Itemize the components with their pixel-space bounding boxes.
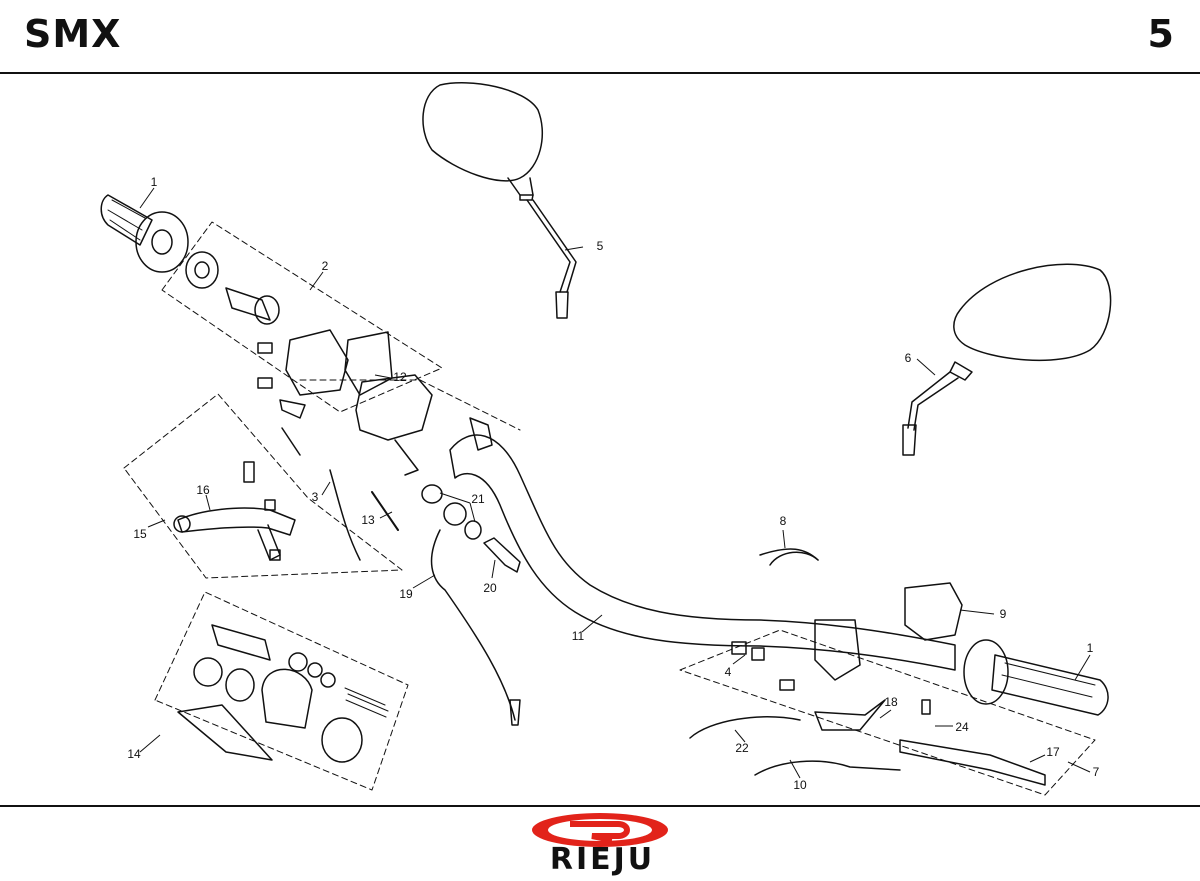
callout-10: 10 <box>793 778 807 792</box>
callout-4: 4 <box>725 665 732 679</box>
callout-5: 5 <box>597 239 604 253</box>
callout-22: 22 <box>735 741 749 755</box>
rieju-logo-text: RIEJU <box>549 842 656 877</box>
callout-2: 2 <box>322 259 329 273</box>
exploded-parts-diagram: 1 2 5 6 12 15 16 3 13 21 20 19 11 8 9 1 … <box>100 82 1112 796</box>
callout-18: 18 <box>884 695 898 709</box>
grip-right <box>963 639 1109 716</box>
callout-11: 11 <box>572 629 585 643</box>
callout-3: 3 <box>312 490 319 504</box>
master-cylinder <box>299 374 521 726</box>
callout-19: 19 <box>399 587 413 601</box>
handlebar <box>449 417 956 671</box>
rieju-logo-emblem <box>532 813 668 847</box>
callout-24: 24 <box>955 720 969 734</box>
callout-13: 13 <box>361 513 375 527</box>
callout-15: 15 <box>133 527 147 541</box>
repair-kit <box>154 591 409 791</box>
callout-14: 14 <box>127 747 141 761</box>
callout-12: 12 <box>393 370 407 384</box>
callout-8: 8 <box>780 514 787 528</box>
callout-7: 7 <box>1093 765 1100 779</box>
grip-left <box>100 194 189 273</box>
callout-16: 16 <box>196 483 210 497</box>
switch-right <box>759 548 963 641</box>
footer-rule <box>0 805 1200 807</box>
page-number: 5 <box>1147 12 1174 56</box>
mirror-left <box>422 82 577 319</box>
callout-1-left: 1 <box>151 175 158 189</box>
callout-20: 20 <box>483 581 497 595</box>
cables <box>689 551 901 776</box>
model-title: SMX <box>24 12 122 56</box>
callout-1-right: 1 <box>1087 641 1094 655</box>
header-rule <box>0 72 1200 74</box>
lever-assembly-right <box>679 619 1096 796</box>
leader-lines <box>139 187 1091 779</box>
throttle-assembly <box>161 221 443 456</box>
callout-9: 9 <box>1000 607 1007 621</box>
callout-21: 21 <box>471 492 485 506</box>
callout-6: 6 <box>905 351 912 365</box>
callout-17: 17 <box>1046 745 1060 759</box>
mirror-right <box>902 263 1112 456</box>
lever-assembly-left <box>123 393 403 579</box>
